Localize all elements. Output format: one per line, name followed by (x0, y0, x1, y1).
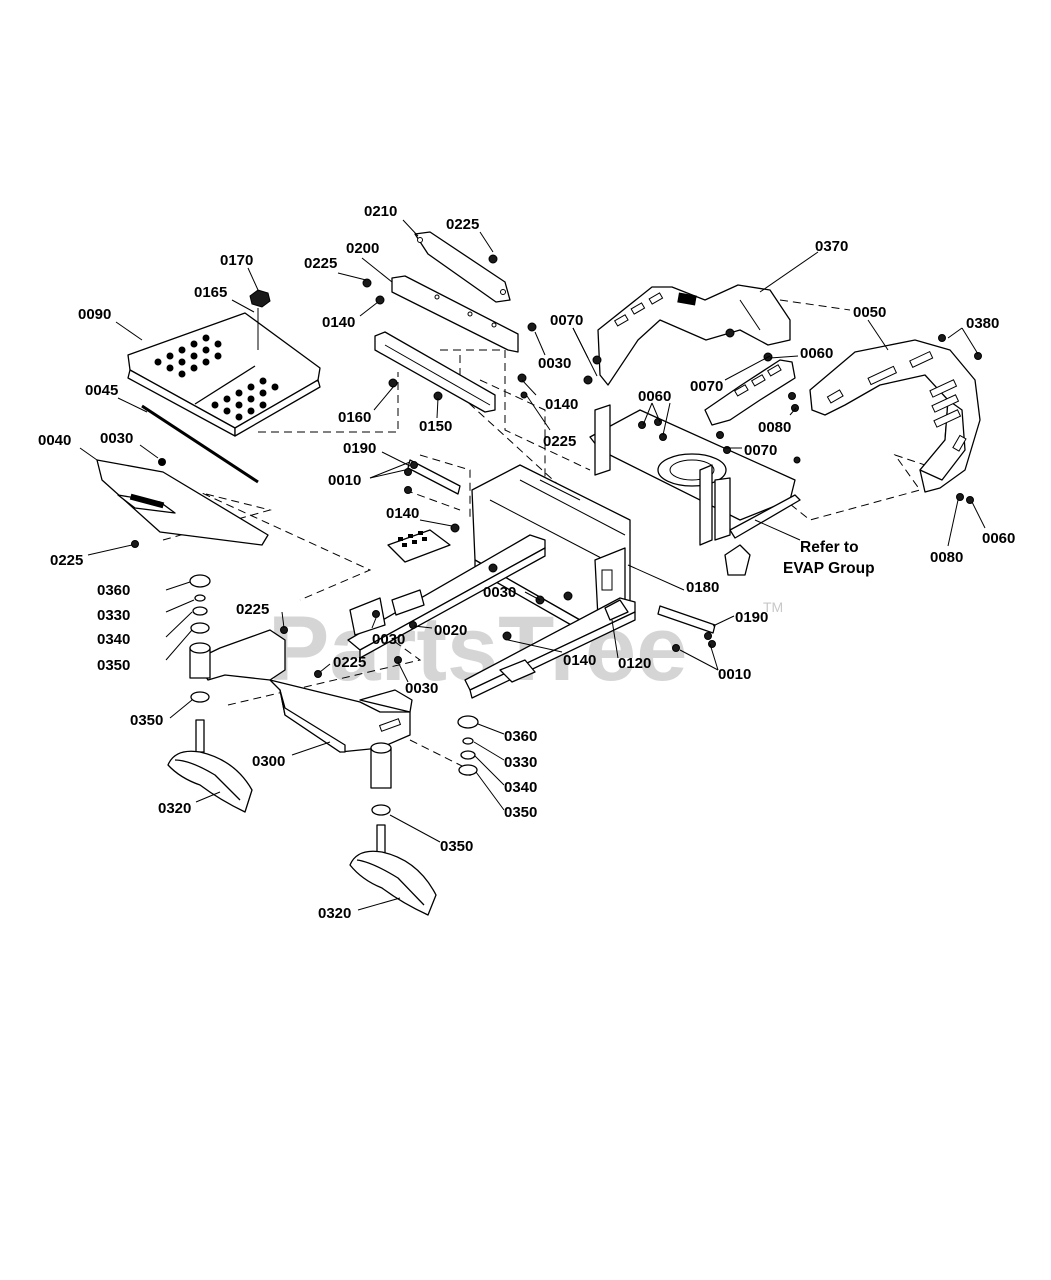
callout-0300: 0300 (252, 753, 285, 770)
callout-0020: 0020 (434, 622, 467, 639)
bar-0190 (404, 459, 716, 652)
callout-0380: 0380 (966, 315, 999, 332)
rod-0045 (141, 404, 259, 484)
callout-0225: 0225 (543, 433, 576, 450)
callout-0140: 0140 (563, 652, 596, 669)
callout-0340: 0340 (97, 631, 130, 648)
callout-0030: 0030 (372, 631, 405, 648)
callout-0060: 0060 (800, 345, 833, 362)
note-line-2: EVAP Group (783, 560, 875, 577)
callout-0320: 0320 (158, 800, 191, 817)
callout-0070: 0070 (550, 312, 583, 329)
callout-0150: 0150 (419, 418, 452, 435)
callout-0320: 0320 (318, 905, 351, 922)
callout-0210: 0210 (364, 203, 397, 220)
side-panel-0040 (96, 458, 269, 546)
callout-0070: 0070 (690, 378, 723, 395)
leader-lines (79, 219, 986, 911)
callout-0140: 0140 (322, 314, 355, 331)
callout-0080: 0080 (758, 419, 791, 436)
callout-0340: 0340 (504, 779, 537, 796)
bracket-0210 (414, 231, 511, 303)
callout-0225: 0225 (50, 552, 83, 569)
callout-0180: 0180 (686, 579, 719, 596)
bracket-0020 (349, 529, 451, 636)
seat-support-0370 (597, 284, 791, 386)
callout-0140: 0140 (545, 396, 578, 413)
callout-0350: 0350 (504, 804, 537, 821)
callout-0360: 0360 (97, 582, 130, 599)
callout-0330: 0330 (97, 607, 130, 624)
callout-0350: 0350 (440, 838, 473, 855)
callout-0040: 0040 (38, 432, 71, 449)
callout-0030: 0030 (100, 430, 133, 447)
callout-0050: 0050 (853, 304, 886, 321)
callout-0225: 0225 (236, 601, 269, 618)
callout-0010: 0010 (328, 472, 361, 489)
callout-0360: 0360 (504, 728, 537, 745)
callout-0030: 0030 (538, 355, 571, 372)
callout-0030: 0030 (405, 680, 438, 697)
callout-0060: 0060 (982, 530, 1015, 547)
callout-0350: 0350 (130, 712, 163, 729)
callout-0370: 0370 (815, 238, 848, 255)
caster-stack-right (370, 715, 479, 856)
callout-0200: 0200 (346, 240, 379, 257)
front-axle-0300 (194, 629, 413, 753)
callout-0060: 0060 (638, 388, 671, 405)
callout-0045: 0045 (85, 382, 118, 399)
callout-0080: 0080 (930, 549, 963, 566)
callout-0120: 0120 (618, 655, 651, 672)
callout-0330: 0330 (504, 754, 537, 771)
callout-0190: 0190 (735, 609, 768, 626)
note-line-1: Refer to (800, 539, 859, 556)
callout-0225: 0225 (333, 654, 366, 671)
callout-0090: 0090 (78, 306, 111, 323)
rear-guard-0050 (809, 339, 981, 493)
callout-0070: 0070 (744, 442, 777, 459)
callout-0010: 0010 (718, 666, 751, 683)
callout-labels: 0210 0225 0200 0225 0170 0165 0090 0140 … (38, 203, 1015, 922)
watermark-trademark: TM (763, 599, 783, 615)
caster-wheel-0320b (349, 850, 437, 916)
callout-0030: 0030 (483, 584, 516, 601)
panel-0200 (391, 275, 519, 353)
callout-0170: 0170 (220, 252, 253, 269)
foot-plate-0090 (127, 312, 321, 437)
callout-0350: 0350 (97, 657, 130, 674)
caster-wheel-0320a (167, 750, 253, 813)
callout-0140: 0140 (386, 505, 419, 522)
caster-stack-left (189, 574, 211, 753)
bracket-0160 (374, 331, 496, 413)
callout-0225: 0225 (446, 216, 479, 233)
callout-0190: 0190 (343, 440, 376, 457)
callout-0160: 0160 (338, 409, 371, 426)
callout-0225: 0225 (304, 255, 337, 272)
main-frame (347, 404, 801, 699)
side-bracket-0060 (704, 359, 796, 426)
callout-0165: 0165 (194, 284, 227, 301)
